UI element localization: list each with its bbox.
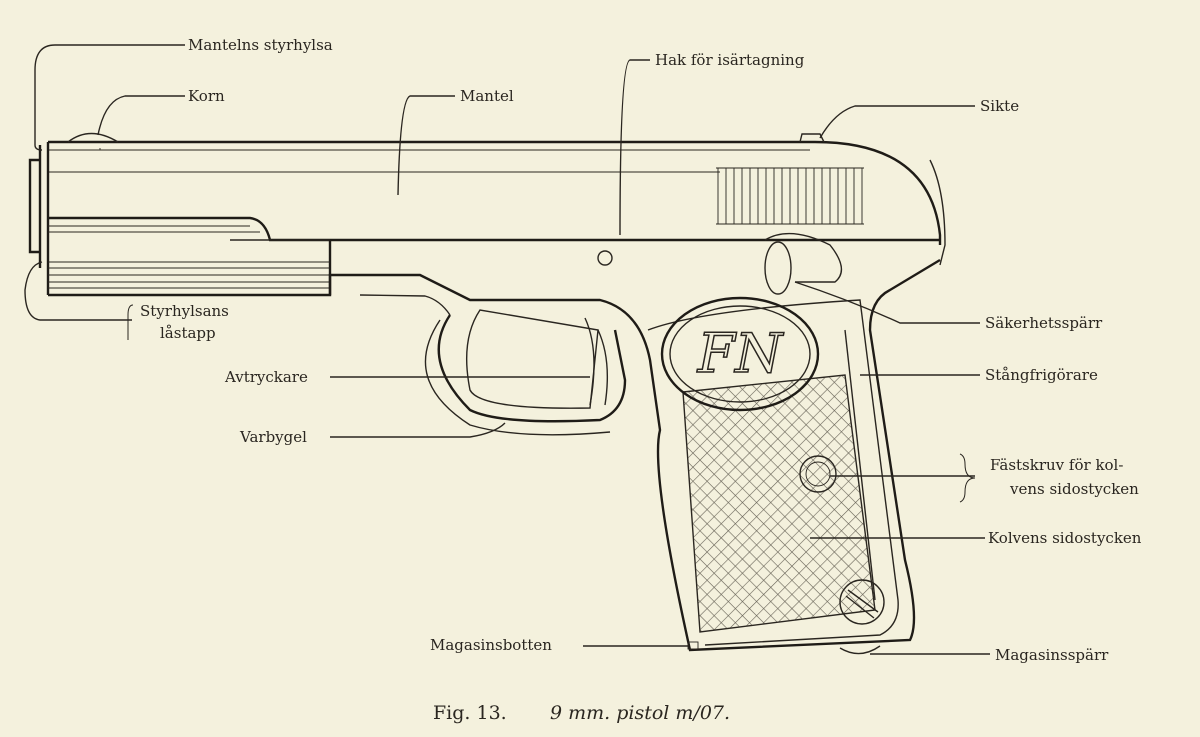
grip-screw	[799, 455, 837, 493]
label-fastskruv-2: vens sidostycken	[1009, 480, 1139, 498]
pistol-drawing: FN	[28, 132, 946, 655]
svg-text:FN: FN	[697, 322, 784, 385]
label-varbygel: Varbygel	[239, 428, 307, 446]
caption-title: 9 mm. pistol m/07.	[550, 702, 730, 724]
label-sikte: Sikte	[980, 97, 1019, 115]
trigger	[584, 317, 609, 406]
label-styrhylsans-2: låstapp	[160, 324, 216, 342]
trigger-guard	[437, 314, 627, 423]
label-mantel: Mantel	[460, 87, 514, 105]
slide	[48, 140, 942, 245]
label-korn: Korn	[188, 87, 225, 105]
fn-logo: FN	[660, 296, 820, 412]
label-stangfrigorare: Stångfrigörare	[985, 366, 1098, 384]
label-fastskruv-1: Fästskruv för kol-	[990, 456, 1123, 474]
magazine-catch-screw	[839, 579, 885, 625]
safety-lever	[764, 232, 843, 295]
label-hak: Hak för isärtagning	[655, 51, 805, 69]
label-styrhylsans-1: Styrhylsans	[140, 302, 229, 320]
label-magasinssparr: Magasinsspärr	[995, 646, 1109, 664]
label-sakerhetssparr: Säkerhetsspärr	[985, 314, 1103, 332]
label-kolvens-sidostycken: Kolvens sidostycken	[988, 529, 1142, 547]
leader-lines	[24, 44, 990, 655]
slide-serrations	[716, 167, 864, 225]
label-mantelns-styrhylsa: Mantelns styrhylsa	[188, 36, 333, 54]
label-avtryckare: Avtryckare	[224, 368, 308, 386]
caption-figure-number: Fig. 13.	[433, 702, 507, 724]
label-magasinsbotten: Magasinsbotten	[430, 636, 552, 654]
